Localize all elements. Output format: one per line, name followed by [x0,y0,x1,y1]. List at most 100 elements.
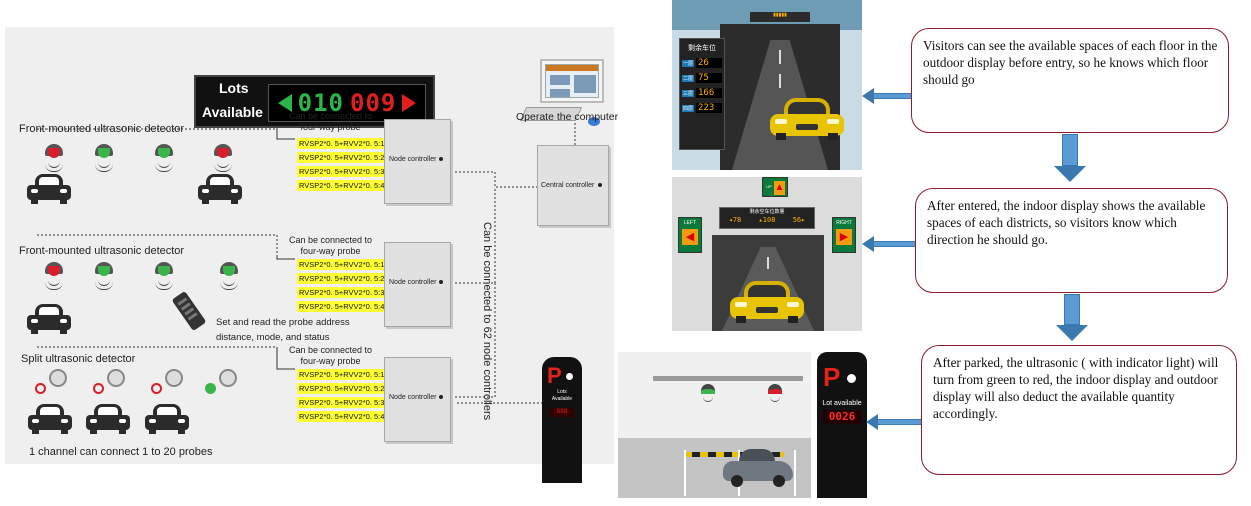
small-sign-available: Available [551,396,573,402]
green-left-arrow-icon [277,94,292,112]
lot-available-label: Lot available [822,400,862,407]
probe-line: RVSP2*0. 5+RVV2*0. 5:4 [297,301,387,312]
callout-indoor-display: After entered, the indoor display shows … [915,188,1228,293]
detector-red-icon [45,262,63,290]
small-sign-lots: Lots [557,389,567,395]
detector-green-icon [95,144,113,172]
car-icon [27,174,71,204]
led-red-digits: 009 [350,89,397,117]
split-detector-icon [219,369,237,387]
probe-line: RVSP2*0. 5+RVV2*0. 5:2 [297,273,387,284]
ceiling-beam [653,376,803,381]
outdoor-display-title: 剩余车位 [688,45,716,52]
probe-line: RVSP2*0. 5+RVV2*0. 5:2 [297,152,387,163]
floor-count: 75 [696,73,722,83]
floor-count: 26 [696,58,722,68]
indicator-red-icon [35,383,46,394]
probe-line: RVSP2*0. 5+RVV2*0. 5:4 [297,180,387,191]
probe-line: RVSP2*0. 5+RVV2*0. 5:1 [297,259,387,270]
set-read-label-2: distance, mode, and status [216,332,330,343]
probe-line: RVSP2*0. 5+RVV2*0. 5:3 [297,166,387,177]
left-count: 78 [732,216,742,224]
left-arrow-icon: ◀ [682,229,698,245]
node-controller-label: Node controller [389,156,437,163]
probe-list-3: RVSP2*0. 5+RVV2*0. 5:1 RVSP2*0. 5+RVV2*0… [297,369,387,422]
probe-line: RVSP2*0. 5+RVV2*0. 5:1 [297,138,387,149]
left-arrow-icon [866,414,922,430]
node-controller-label: Node controller [389,279,437,286]
can-connect-label-2: Can be connected to four-way probe [289,235,373,256]
right-sign: RIGHT ▶ [832,217,856,253]
indoor-display-photo: UP ▲ 剩余空车位数量 ◂78 ▴108 56▸ LEFT ◀ RIGHT ▶ [672,177,862,331]
yellow-car-image [770,98,844,140]
floor-count: 223 [696,103,722,113]
central-controller-box: Central controller [537,145,609,226]
lot-available-sign: P Lot available 0026 [817,352,867,498]
indicator-red-icon [151,383,162,394]
indicator-green-icon [205,383,216,394]
up-arrow-icon: ▲ [774,181,785,195]
probe-list-2: RVSP2*0. 5+RVV2*0. 5:1 RVSP2*0. 5+RVV2*0… [297,259,387,312]
split-detector-icon [165,369,183,387]
up-sign: UP ▲ [762,177,788,197]
front-detector-label-2: Front-mounted ultrasonic detector [19,245,185,257]
left-sign: LEFT ◀ [678,217,702,253]
led-green-digits: 010 [297,89,344,117]
node-controller-box: Node controller [384,119,451,204]
operate-computer-label: Operate the computer [516,111,619,123]
right-count: 56 [792,216,802,224]
lot-available-count: 0026 [823,410,861,424]
split-detector-label: Split ultrasonic detector [21,353,136,365]
entrance-banner: ▮▮▮▮▮ [750,12,810,22]
parking-lot-photo [618,352,811,498]
split-detector-icon [107,369,125,387]
left-arrow-icon [862,88,912,104]
computer-monitor-icon [540,59,604,103]
yellow-car-image [730,281,804,323]
probe-line: RVSP2*0. 5+RVV2*0. 5:2 [297,383,387,394]
central-controller-label: Central controller [541,182,595,189]
probe-list-1: RVSP2*0. 5+RVV2*0. 5:1 RVSP2*0. 5+RVV2*0… [297,138,387,191]
detector-green-icon [701,384,715,394]
car-icon [28,404,72,434]
connect-62-controllers-label: Can be connected to 62 node controllers [481,222,493,421]
one-channel-label: 1 channel can connect 1 to 20 probes [29,446,213,458]
callout-after-parked: After parked, the ultrasonic ( with indi… [921,345,1237,475]
detector-green-icon [155,144,173,172]
detector-green-icon [220,262,238,290]
can-connect-label-3: Can be connected to four-way probe [289,345,373,366]
node-controller-label: Node controller [389,394,437,401]
mid-count: 108 [762,216,776,224]
led-available-label: Available [202,104,263,120]
car-icon [145,404,189,434]
red-right-arrow-icon [402,94,417,112]
probe-line: RVSP2*0. 5+RVV2*0. 5:1 [297,369,387,380]
indicator-red-icon [93,383,104,394]
probe-line: RVSP2*0. 5+RVV2*0. 5:3 [297,397,387,408]
car-icon [86,404,130,434]
right-arrow-icon: ▶ [836,229,852,245]
left-arrow-icon [862,236,916,252]
probe-line: RVSP2*0. 5+RVV2*0. 5:3 [297,287,387,298]
can-connect-label-1: Can be connected to four-way probe [289,111,373,132]
probe-line: RVSP2*0. 5+RVV2*0. 5:4 [297,411,387,422]
led-lots-label: Lots [219,80,249,96]
parking-p-icon: P [547,363,562,388]
mouse-icon [588,117,600,126]
lots-available-sign: P Lots Available 888 [542,357,582,483]
node-controller-box: Node controller [384,242,451,327]
indoor-direction-board: 剩余空车位数量 ◂78 ▴108 56▸ [719,207,815,229]
set-read-label: Set and read the probe address [216,317,350,328]
car-icon [198,174,242,204]
car-icon [27,304,71,334]
small-sign-counter: 888 [550,408,574,417]
down-arrow-icon [1056,294,1088,341]
split-detector-icon [49,369,67,387]
floor-count: 166 [696,88,722,98]
parking-p-icon: P [823,362,841,392]
detector-green-icon [95,262,113,290]
front-detector-label-1: Front-mounted ultrasonic detector [19,123,185,135]
indoor-display-title: 剩余空车位数量 [749,209,785,215]
